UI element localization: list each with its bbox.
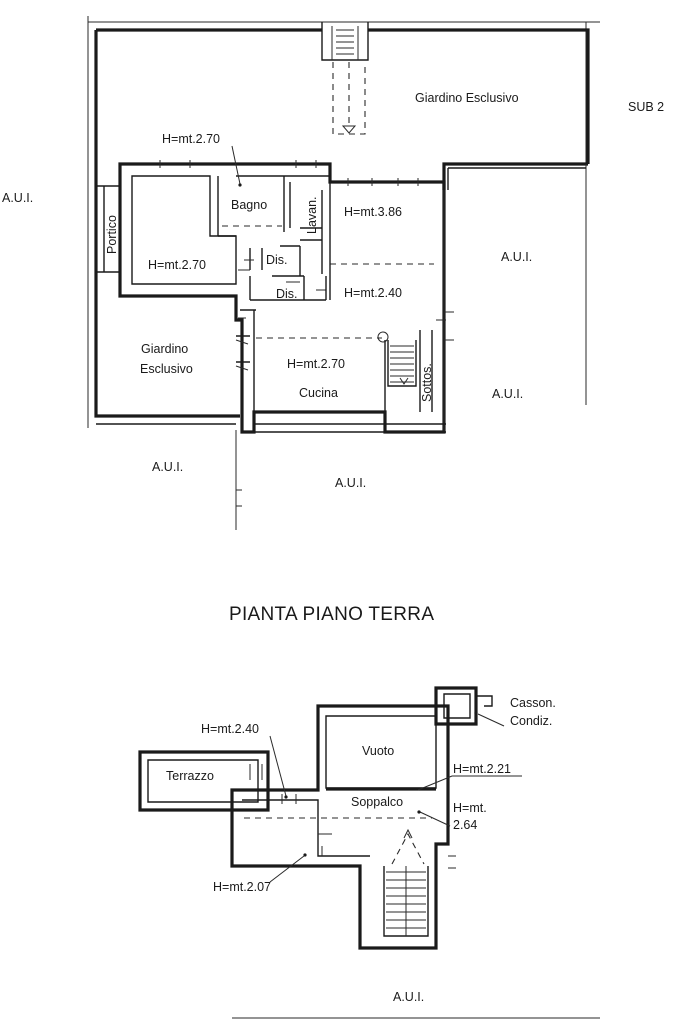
label-h-386: H=mt.3.86	[344, 205, 402, 219]
label-soppalco: Soppalco	[351, 795, 403, 809]
label-aui-bottom-left: A.U.I.	[152, 460, 183, 474]
label-terrazzo: Terrazzo	[166, 769, 214, 783]
label-h-264-2: 2.64	[453, 818, 477, 832]
floor-title: PIANTA PIANO TERRA	[229, 604, 434, 625]
label-casson-2: Condiz.	[510, 714, 552, 728]
label-h-221: H=mt.2.21	[453, 762, 511, 776]
label-sub2: SUB 2	[628, 100, 664, 114]
label-aui-bottom-upper: A.U.I.	[393, 990, 424, 1004]
interior-stair-outline	[387, 340, 417, 387]
upper-stair-arrowhead	[403, 828, 413, 839]
upper-inner-wall	[242, 799, 370, 857]
interior-stair-arrow	[399, 377, 409, 385]
label-vuoto: Vuoto	[362, 744, 394, 758]
sottos-wall	[419, 330, 433, 412]
label-h-240: H=mt.2.40	[344, 286, 402, 300]
label-dis-1: Dis.	[266, 253, 288, 267]
dis-doors	[238, 259, 326, 291]
leader-cassone	[477, 713, 505, 727]
entrance-stair-lines	[331, 26, 359, 60]
cassone-inner	[443, 693, 471, 719]
leader-dot-h-240	[284, 795, 288, 799]
bottom-center-wall	[242, 423, 446, 433]
window-marks	[159, 160, 419, 186]
leader-dot-h-207	[303, 853, 307, 857]
terrazzo-rail-marks	[249, 764, 263, 780]
label-sottos: Sottos.	[420, 363, 434, 402]
label-aui-right-lower: A.U.I.	[492, 387, 523, 401]
upper-window-marks	[281, 794, 323, 856]
portico-outline	[96, 185, 120, 273]
stair-newel	[377, 331, 389, 343]
label-bagno: Bagno	[231, 198, 267, 212]
dis-walls	[249, 245, 305, 300]
entrance-ramp-arrow	[341, 125, 357, 134]
label-dis-2: Dis.	[276, 287, 298, 301]
upper-floor-plan	[138, 686, 600, 1019]
upper-right-detail	[448, 855, 456, 869]
label-aui-bottom-center: A.U.I.	[335, 476, 366, 490]
label-h-cucina: H=mt.2.70	[287, 357, 345, 371]
ground-floor-plan	[87, 16, 600, 530]
upper-stair-treads	[386, 866, 426, 936]
leader-dot-cassone	[474, 711, 478, 715]
lavan-walls	[289, 182, 323, 274]
leader-h-207	[269, 855, 305, 883]
terrazzo-inner	[147, 759, 259, 803]
label-casson-1: Casson.	[510, 696, 556, 710]
bottom-stem	[235, 430, 242, 530]
label-lavan: Lavan.	[305, 196, 319, 234]
label-giardino-top: Giardino Esclusivo	[415, 91, 519, 105]
label-h-240-upper: H=mt.2.40	[201, 722, 259, 736]
leader-h-bagno	[231, 145, 241, 185]
upper-outer-wall	[230, 704, 450, 950]
leader-h-264	[419, 811, 451, 827]
bottom-left-wall	[96, 415, 236, 425]
kitchen-side-marks	[235, 317, 249, 371]
entrance-stair-walls	[321, 22, 369, 61]
leader-h-240-upper	[269, 735, 287, 797]
wall-right-room	[325, 182, 331, 300]
label-portico: Portico	[105, 215, 119, 254]
cassone-outline	[434, 686, 478, 726]
leader-dot-h-264	[417, 810, 421, 814]
aui-right-walls	[447, 167, 586, 190]
aui-right-boundary	[443, 164, 587, 432]
leader-dot-bagno	[238, 183, 242, 187]
kitchen-left-wall	[236, 309, 256, 412]
garden-wall-top-right	[368, 28, 590, 164]
label-aui-left: A.U.I.	[2, 191, 33, 205]
bagno-walls	[217, 175, 330, 237]
label-h-left-room: H=mt.2.70	[148, 258, 206, 272]
label-giardino-left-2: Esclusivo	[140, 362, 193, 376]
label-cucina: Cucina	[299, 386, 338, 400]
leader-h-221	[417, 775, 522, 791]
label-h-264-1: H=mt.	[453, 801, 487, 815]
label-h-bagno: H=mt.2.70	[162, 132, 220, 146]
terrazzo-outline	[138, 750, 270, 812]
label-giardino-left-1: Giardino	[141, 342, 188, 356]
interior-stair-treads	[390, 345, 414, 383]
cassone-side	[476, 695, 493, 707]
label-h-207: H=mt.2.07	[213, 880, 271, 894]
label-aui-right-upper: A.U.I.	[501, 250, 532, 264]
entrance-ramp-dashed	[332, 62, 366, 135]
upper-stair-arrow	[391, 832, 425, 865]
